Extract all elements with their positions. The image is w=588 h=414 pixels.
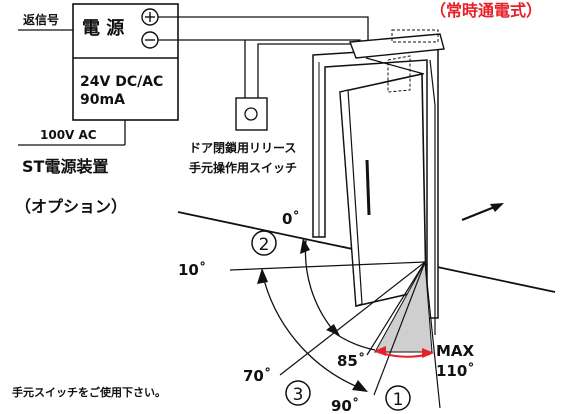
door-closer-body [349, 33, 445, 59]
radial-line-110 [424, 261, 441, 409]
max-angle-sector [374, 260, 433, 353]
angle-max-label: MAX [436, 342, 475, 360]
power-unit-option: （オプション） [15, 197, 127, 216]
arc-zone-2-arrow-bottom [326, 324, 340, 336]
zone-1-number: 1 [393, 390, 404, 410]
signal-label: 返信号 [23, 12, 59, 27]
angle-70: 70˚ [243, 367, 271, 385]
zone-marker-2: 2 [251, 230, 277, 256]
radial-line-90 [373, 261, 426, 396]
door-handle [365, 159, 371, 216]
radial-line-85 [366, 261, 426, 356]
zone-marker-1: 1 [385, 385, 411, 411]
release-switch-line2: 手元操作用スイッチ [189, 160, 297, 175]
release-switch-button-icon [244, 107, 258, 121]
angle-10: 10˚ [178, 261, 206, 279]
door-leaf-edge [339, 89, 363, 307]
frame-right-post [429, 59, 436, 335]
door-closer-cover [391, 29, 439, 43]
release-switch: ドア閉鎖用リリース 手元操作用スイッチ [189, 97, 297, 175]
plus-wire [158, 16, 369, 44]
angle-85: 85˚ [337, 352, 365, 370]
door-frame [312, 46, 439, 319]
max-arc-arrow-left [374, 346, 386, 356]
arc-85 [332, 331, 376, 351]
arc-zone-3-arrow-top [257, 268, 268, 284]
switch-wire-right [257, 43, 355, 98]
door-closer-arm [365, 57, 425, 75]
power-unit-name: ST電源装置 [22, 157, 108, 176]
door-closer-bracket [387, 55, 411, 93]
footnote: 手元スイッチをご使用下さい。 [12, 385, 166, 399]
radial-line-10 [229, 261, 426, 271]
arc-zone-2-arrow-top [300, 238, 310, 254]
angle-0: 0˚ [282, 210, 300, 228]
header-note: （常時通電式） [430, 1, 542, 20]
zone-2-number: 2 [259, 235, 270, 255]
power-unit: 電 源 24V DC/AC 90mA 返信号 100V AC ST電源装置 （オ… [15, 3, 179, 216]
door-assembly [312, 29, 445, 335]
zone-3-number: 3 [293, 385, 304, 405]
arc-zone-3 [261, 271, 361, 389]
ac-input-label: 100V AC [40, 128, 97, 142]
arc-zone-2 [304, 239, 334, 331]
max-arc-arrow-right [422, 348, 434, 358]
release-switch-line1: ドア閉鎖用リリース [189, 140, 296, 155]
power-unit-voltage: 24V DC/AC [80, 74, 163, 90]
zone-marker-3: 3 [285, 380, 311, 406]
power-unit-current: 90mA [80, 92, 125, 108]
angle-90: 90˚ [331, 397, 359, 414]
power-unit-title: 電 源 [82, 17, 124, 39]
radial-line-70 [279, 261, 426, 376]
open-direction-arrow-icon [461, 203, 504, 222]
arc-zone-3-arrow-bottom [352, 380, 368, 392]
angle-max-value: 110˚ [436, 362, 475, 380]
